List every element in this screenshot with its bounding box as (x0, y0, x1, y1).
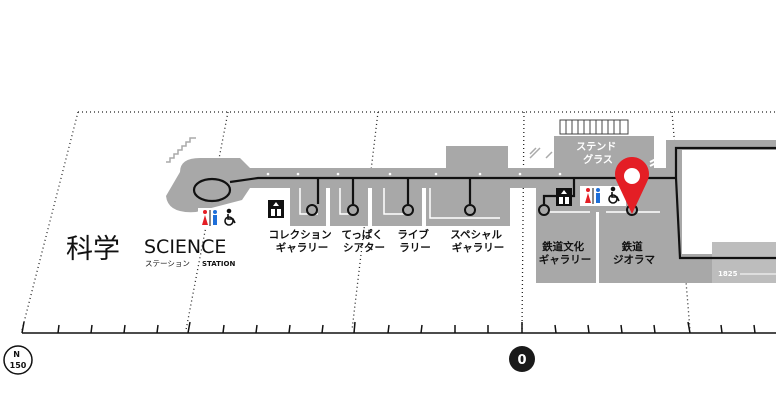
zone-title-en: SCIENCE (144, 236, 226, 258)
elevator-icon (556, 188, 572, 206)
wheelchair-icon (224, 208, 236, 226)
ruler-zero-marker (509, 346, 535, 372)
ruler-zero-label: 0 (517, 353, 526, 368)
exhibit-label-railway-culture-gallery: 鉄道文化 ギャラリー (539, 240, 592, 266)
loop-node (192, 177, 232, 203)
exhibit-label-special-gallery: スペシャル ギャラリー (450, 229, 505, 254)
n150-badge-label: N 150 (10, 350, 27, 370)
elevator-icon (268, 200, 284, 218)
wheelchair-icon (608, 186, 620, 204)
stained-glass-grid (559, 119, 629, 135)
exhibit-label-live-rally: ライブ ラリー (397, 228, 432, 254)
restroom-icon (198, 208, 240, 228)
restroom-icon (580, 186, 626, 206)
n150-badge (3, 345, 33, 375)
partitions (326, 150, 776, 283)
location-pin-icon (615, 156, 649, 214)
year-label: 1825 (718, 270, 738, 278)
exhibit-label-collection-gallery: コレクション ギャラリー (269, 229, 336, 254)
stand-label: ステンド グラス (576, 141, 619, 166)
stairs-outline-icon (166, 137, 553, 163)
exhibit-label-railway-diorama: 鉄道 ジオラマ (613, 240, 655, 266)
exhibit-label-teppaku-theater: てっぱく シアター (341, 228, 386, 254)
zone-title-kanji: 科学 (66, 234, 120, 265)
zone-subtitle-en: STATION (202, 260, 235, 268)
timeline-ruler (21, 321, 776, 334)
route-dots (266, 172, 562, 176)
zone-subtitle-kana: ステーション (145, 259, 190, 268)
